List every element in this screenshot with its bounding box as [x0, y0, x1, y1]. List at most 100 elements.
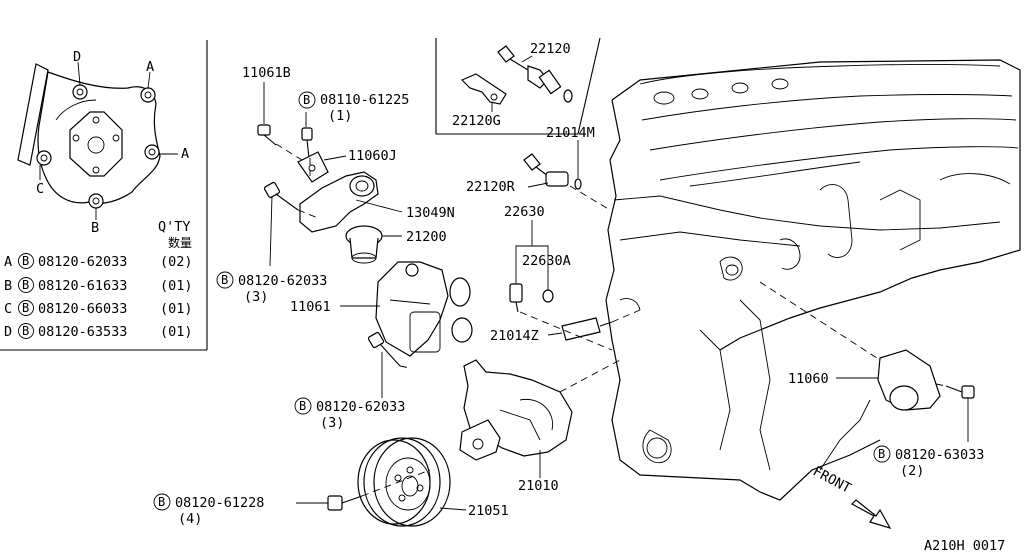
svg-text:B: B: [158, 495, 165, 509]
label-08120-62033-lower: 08120-62033: [316, 399, 405, 415]
qty-08110-61225: (1): [328, 108, 352, 124]
label-22120R: 22120R: [466, 179, 516, 195]
label-08120-61228: 08120-61228: [175, 495, 264, 511]
label-21051: 21051: [468, 503, 509, 519]
svg-text:08120-61633: 08120-61633: [38, 278, 127, 294]
svg-text:B: B: [22, 324, 29, 338]
svg-text:D: D: [4, 324, 12, 340]
bolt-table-row: D B 08120-63533 (01): [4, 323, 193, 340]
bolt-symbol-icon: [18, 277, 34, 293]
bolt-08120-62033-lower: [367, 331, 401, 398]
svg-text:08120-62033: 08120-62033: [38, 254, 127, 270]
hole-d: [72, 84, 88, 100]
qty-08120-62033-lower: (3): [320, 415, 344, 431]
label-22630A: 22630A: [522, 253, 571, 269]
sensor-21014Z: [547, 317, 613, 341]
label-21014Z: 21014Z: [490, 328, 539, 344]
svg-text:B: B: [221, 273, 228, 287]
label-11060: 11060: [788, 371, 829, 387]
bolt-symbol-icon: [153, 493, 171, 511]
bracket-11060J: [297, 151, 347, 183]
hole-c: [36, 150, 52, 166]
front-arrow-icon: [851, 499, 892, 529]
svg-text:A: A: [4, 254, 12, 270]
front-label: FRONT: [810, 463, 853, 496]
svg-text:B: B: [22, 301, 29, 315]
bolt-symbol-icon: [18, 300, 34, 316]
drawing-code: A210H 0017: [924, 538, 1005, 554]
hole-a2: [144, 144, 160, 160]
pulley-21051: [357, 437, 467, 527]
sensor-22120R: [523, 140, 582, 190]
bolt-11061B: [257, 82, 277, 146]
label-11061B: 11061B: [242, 65, 291, 81]
sensor-inset-box: 22120 22120G: [435, 37, 601, 135]
qty-08120-63033: (2): [900, 463, 924, 479]
svg-text:B: B: [303, 93, 310, 107]
thermostat-housing-11061: [340, 261, 473, 357]
label-08120-62033-upper: 08120-62033: [238, 273, 327, 289]
hole-a1: [140, 87, 156, 103]
label-21200: 21200: [406, 229, 447, 245]
svg-text:(01): (01): [160, 301, 193, 317]
svg-text:08120-66033: 08120-66033: [38, 301, 127, 317]
bolt-08120-62033-upper: [263, 181, 299, 267]
bolt-08120-63033: [945, 385, 975, 442]
qty-header-cjk: 数量: [168, 235, 192, 250]
marker-b: B: [91, 220, 99, 236]
label-11061: 11061: [290, 299, 331, 315]
svg-text:B: B: [4, 278, 12, 294]
water-outlet-13049N: [299, 171, 403, 233]
label-11060J: 11060J: [348, 148, 397, 164]
water-pump-21010: [459, 359, 573, 478]
label-22120: 22120: [530, 41, 571, 57]
svg-text:08120-63533: 08120-63533: [38, 324, 127, 340]
switch-22630: [509, 220, 554, 313]
qty-08120-61228: (4): [178, 511, 202, 527]
svg-text:B: B: [22, 278, 29, 292]
qty-header: Q'TY: [158, 219, 191, 235]
housing-11060: [836, 349, 941, 411]
marker-a1: A: [146, 59, 154, 75]
hole-b: [88, 193, 104, 209]
label-08120-63033: 08120-63033: [895, 447, 984, 463]
svg-text:(01): (01): [160, 324, 193, 340]
svg-text:(02): (02): [160, 254, 193, 270]
marker-d: D: [73, 49, 81, 65]
sensor-22120-drawing: [497, 45, 573, 103]
label-08110-61225: 08110-61225: [320, 92, 409, 108]
label-22630: 22630: [504, 204, 545, 220]
thermostat-21200: [345, 225, 402, 264]
qty-08120-62033-upper: (3): [244, 289, 268, 305]
bracket-22120G-drawing: [460, 73, 507, 105]
bolt-table: A B 08120-62033 (02) B B 08120-61633 (01…: [4, 253, 193, 340]
bolt-table-row: C B 08120-66033 (01): [4, 300, 193, 317]
bolt-08110-61225: [301, 112, 313, 159]
assembly-lines: [275, 143, 947, 497]
svg-text:B: B: [878, 447, 885, 461]
inset-water-pump-outline: [17, 63, 161, 204]
bolt-symbol-icon: [294, 397, 312, 415]
label-13049N: 13049N: [406, 205, 455, 221]
part-labels: 11061B B 08110-61225 (1) 11060J 13049N 2…: [153, 65, 1005, 554]
svg-text:B: B: [22, 254, 29, 268]
inset-panel: D A A B C Q'TY 数量 A B 08120-62033 (02) B…: [0, 40, 208, 351]
bolt-table-row: B B 08120-61633 (01): [4, 277, 193, 294]
svg-text:B: B: [299, 399, 306, 413]
bolt-symbol-icon: [873, 445, 891, 463]
bolt-symbol-icon: [18, 253, 34, 269]
marker-a2: A: [181, 146, 189, 162]
bolt-table-row: A B 08120-62033 (02): [4, 253, 193, 270]
bolt-symbol-icon: [298, 91, 316, 109]
label-21014M: 21014M: [546, 125, 595, 141]
marker-c: C: [36, 181, 44, 197]
bolt-08120-61228: [296, 495, 363, 511]
bolt-symbol-icon: [18, 323, 34, 339]
svg-text:C: C: [4, 301, 12, 317]
engine-block: [605, 59, 1021, 501]
svg-text:(01): (01): [160, 278, 193, 294]
bolt-symbol-icon: [216, 271, 234, 289]
label-22120G: 22120G: [452, 113, 501, 129]
